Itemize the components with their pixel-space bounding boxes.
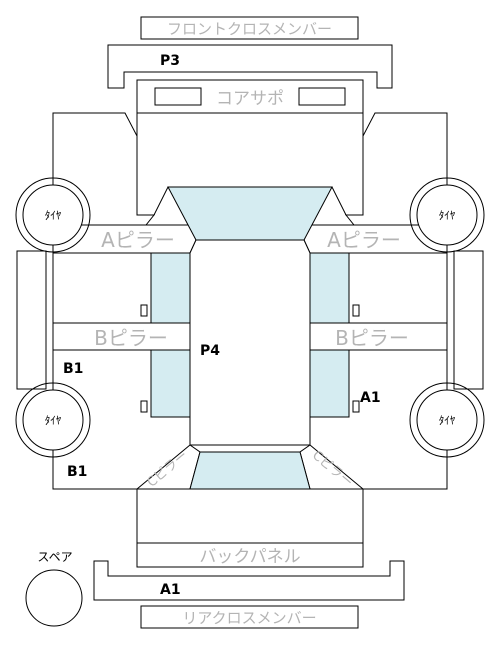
b-pillar-right-label: Bピラー: [335, 326, 409, 350]
rear-left-door-handle: [140, 400, 148, 413]
headlight-right[interactable]: [298, 87, 346, 106]
spare-tire[interactable]: [25, 569, 83, 627]
front-left-side-window[interactable]: [150, 252, 191, 324]
wheel-arch-front-left: [15, 177, 91, 253]
code-b1-left-mid: B1: [63, 361, 83, 377]
front-cross-member-panel[interactable]: [140, 16, 359, 40]
rear-cross-member-label: リアクロスメンバー: [182, 609, 316, 627]
headlight-left[interactable]: [154, 87, 202, 106]
tire-rear-right-label: ﾀｲﾔ: [439, 414, 456, 427]
a-pillar-left-label: Aピラー: [101, 228, 175, 252]
b-pillar-left-label: Bピラー: [94, 326, 168, 350]
b-pillar-left-panel[interactable]: [52, 322, 191, 351]
b-pillar-right-panel[interactable]: [309, 322, 448, 351]
front-cross-member-label: フロントクロスメンバー: [167, 20, 332, 38]
tire-front-right-label: ﾀｲﾔ: [439, 209, 456, 222]
front-left-door-handle: [140, 304, 148, 317]
back-panel[interactable]: [136, 542, 364, 568]
tire-rear-right[interactable]: [416, 389, 478, 451]
front-right-side-window[interactable]: [309, 252, 350, 324]
rear-cross-member-panel[interactable]: [140, 605, 359, 629]
windshield[interactable]: [167, 186, 333, 241]
trunk-panel[interactable]: [136, 488, 364, 544]
back-panel-label: バックパネル: [199, 547, 300, 567]
wheel-arch-rear-right: [409, 382, 485, 458]
front-right-door-handle: [352, 304, 360, 317]
rear-right-door-handle: [352, 400, 360, 413]
wheel-arch-rear-left: [15, 382, 91, 458]
wheel-arch-front-right: [409, 177, 485, 253]
rear-left-side-window[interactable]: [150, 349, 191, 418]
code-a1-rear: A1: [160, 582, 181, 598]
tire-front-left-label: ﾀｲﾔ: [45, 209, 62, 222]
core-support-label: コアサポ: [216, 89, 284, 109]
code-a1-right: A1: [360, 390, 381, 406]
rear-window[interactable]: [189, 451, 311, 490]
left-side-sill-panel[interactable]: [16, 250, 47, 390]
tire-rear-left-label: ﾀｲﾔ: [45, 414, 62, 427]
front-bumper-panel[interactable]: [107, 44, 393, 89]
spare-tire-label: スペア: [37, 550, 72, 564]
tire-front-right[interactable]: [416, 184, 478, 246]
rear-right-side-window[interactable]: [309, 349, 350, 418]
code-b1-left-low: B1: [67, 464, 87, 480]
tire-rear-left[interactable]: [22, 389, 84, 451]
right-side-sill-panel[interactable]: [453, 250, 484, 390]
code-p3: P3: [160, 53, 180, 69]
tire-front-left[interactable]: [22, 184, 84, 246]
code-p4: P4: [200, 343, 220, 359]
rear-bumper-panel[interactable]: [93, 560, 405, 601]
a-pillar-right-label: Aピラー: [327, 228, 401, 252]
